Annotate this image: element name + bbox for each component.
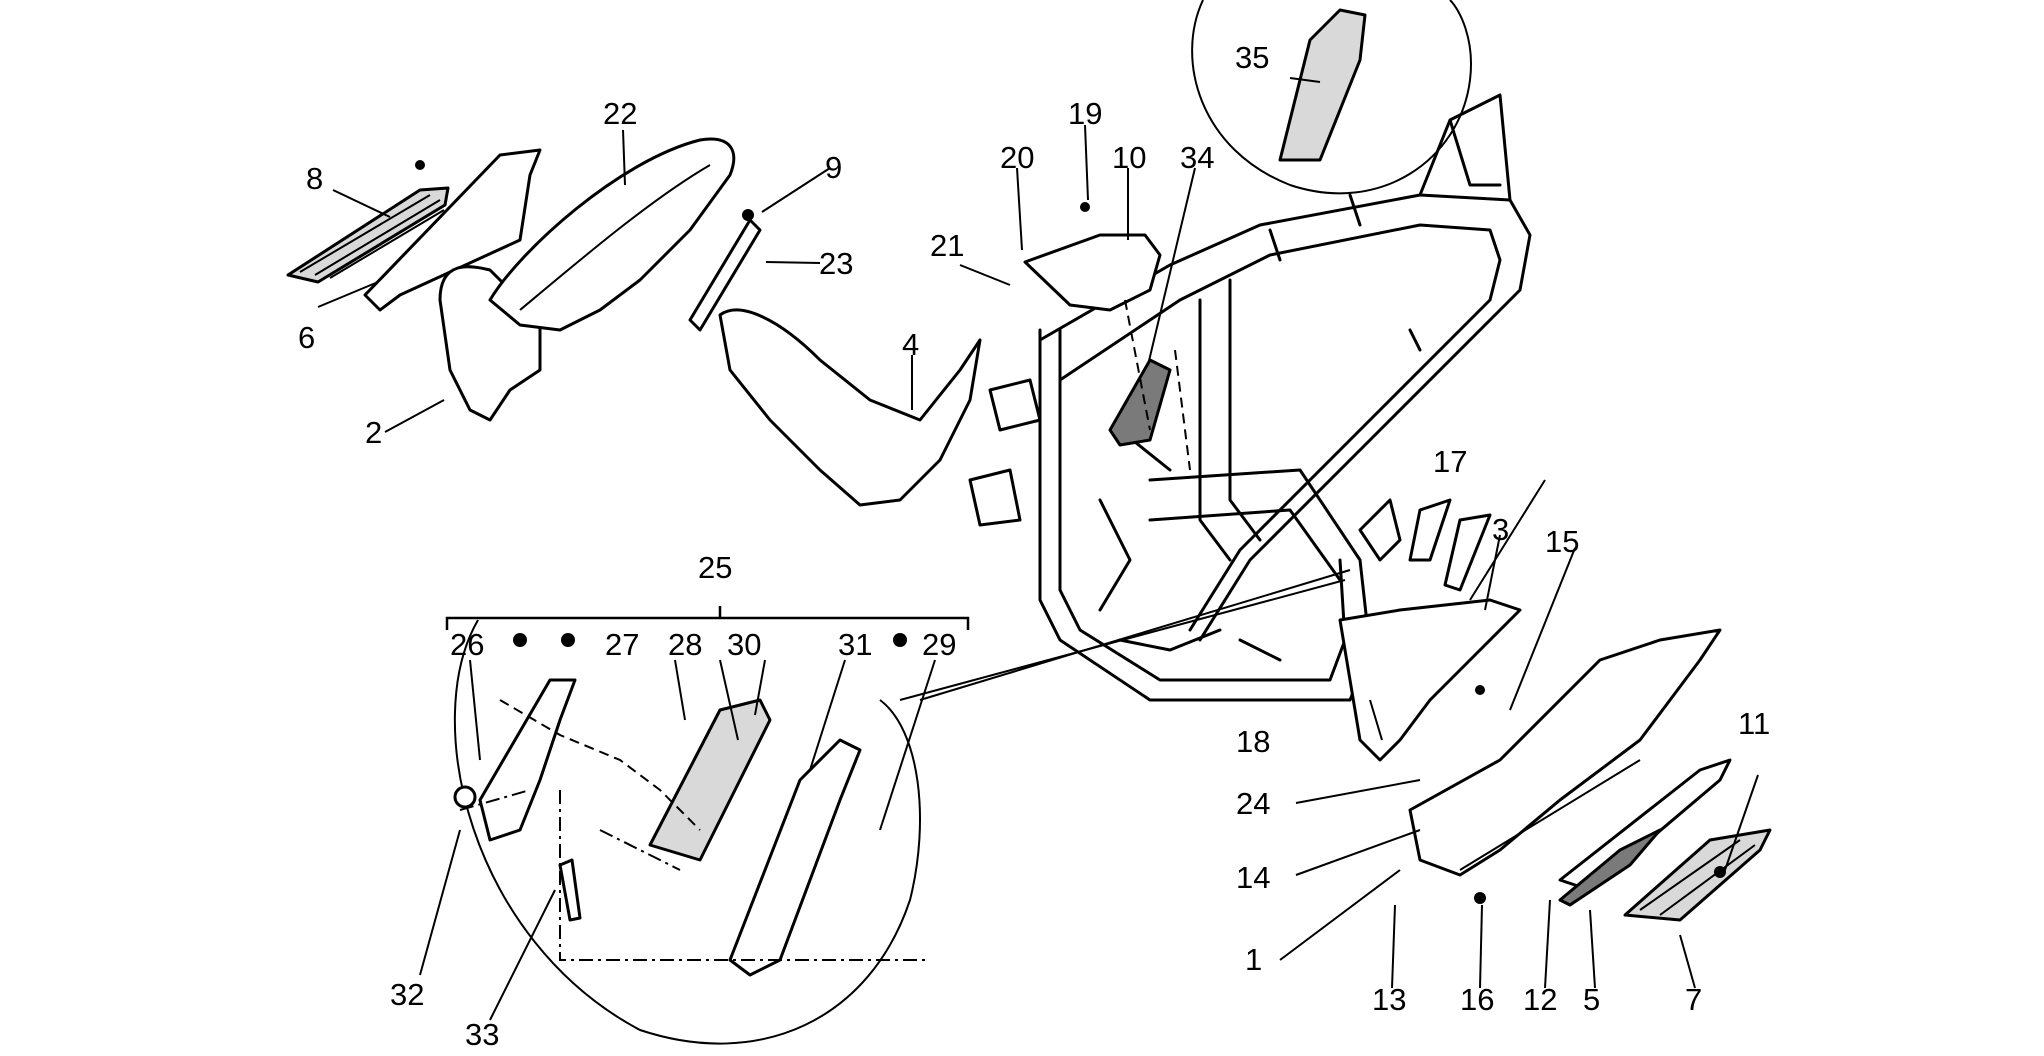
part-8-footrest-mat: [286, 186, 450, 284]
callout-34: 34: [1180, 140, 1214, 175]
callout-26: 26: [450, 627, 484, 662]
part-33-pin: [558, 858, 582, 922]
callout-17: 17: [1433, 444, 1467, 479]
callout-35: 35: [1235, 40, 1269, 75]
callout-2: 2: [365, 415, 382, 450]
part-26-hinge-bracket: [478, 678, 577, 842]
callout-23: 23: [819, 246, 853, 281]
part-9-bracket: [688, 218, 762, 332]
callout-5: 5: [1583, 982, 1600, 1017]
leader-lines: [317, 77, 1759, 1021]
callout-29: 29: [922, 627, 956, 662]
callout-10: 10: [1112, 140, 1146, 175]
callout-12: 12: [1523, 982, 1557, 1017]
callout-3: 3: [1492, 512, 1509, 547]
part-7-footrest-mat: [1623, 828, 1772, 922]
part-4-center-tunnel: [718, 308, 982, 507]
callout-28: 28: [668, 627, 702, 662]
callout-4: 4: [902, 327, 919, 362]
callout-33: 33: [465, 1017, 499, 1052]
callout-14: 14: [1236, 860, 1270, 895]
part-5-lower-strip: [1558, 828, 1662, 907]
part-32-washer: [453, 785, 477, 809]
fastener-dots: [415, 160, 1726, 904]
callout-11: 11: [1738, 706, 1770, 741]
part-6-side-strip: [363, 148, 542, 312]
callout-21: 21: [930, 228, 964, 263]
callout-32: 32: [390, 977, 424, 1012]
part-31-step-cover: [728, 738, 862, 977]
callout-1: 1: [1245, 942, 1262, 977]
part-34-plate: [1108, 358, 1172, 447]
part-17-brackets: [1358, 498, 1492, 592]
scooter-frame: [968, 93, 1532, 702]
part-35-grip: [1278, 8, 1367, 162]
callout-18: 18: [1236, 724, 1270, 759]
callout-15: 15: [1545, 524, 1579, 559]
callout-labels: 1 2 3 4 5 6 7 8 9 10 11 12 13 14 15 16 1…: [298, 40, 1770, 1052]
assembly-guides: [459, 299, 1351, 961]
callout-27: 27: [605, 627, 639, 662]
callout-25: 25: [698, 550, 732, 585]
part-28-grip-pad: [648, 698, 772, 862]
callout-24: 24: [1236, 786, 1270, 821]
callout-31: 31: [838, 627, 872, 662]
part-3-right-inner-shield: [1338, 598, 1522, 762]
callout-6: 6: [298, 320, 315, 355]
callout-19: 19: [1068, 96, 1102, 131]
callout-7: 7: [1685, 982, 1702, 1017]
callout-13: 13: [1372, 982, 1406, 1017]
part-10-center-cover: [1023, 233, 1162, 312]
callout-8: 8: [306, 161, 323, 196]
callout-30: 30: [727, 627, 761, 662]
callout-22: 22: [603, 96, 637, 131]
callout-16: 16: [1460, 982, 1494, 1017]
detail-circle-35: [1191, 0, 1472, 195]
callout-9: 9: [825, 150, 842, 185]
group-25-bracket: [445, 606, 970, 630]
part-1-side-panel: [1408, 628, 1722, 877]
callout-20: 20: [1000, 140, 1034, 175]
